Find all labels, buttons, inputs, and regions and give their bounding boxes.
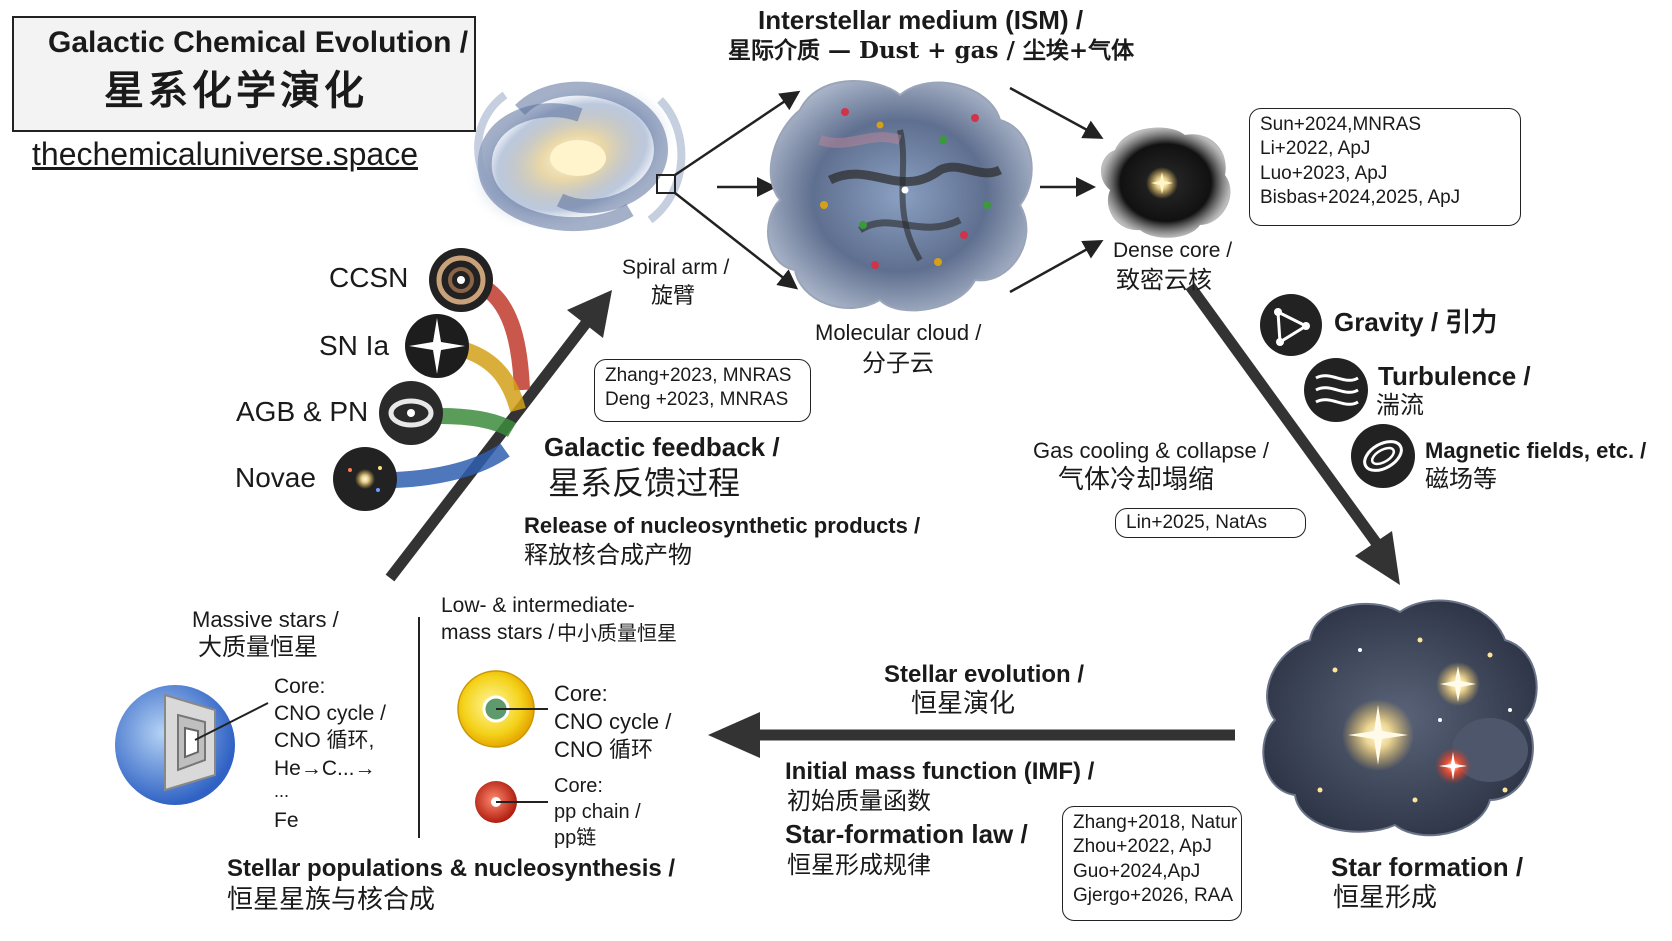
spiral-arm-label-cn: 旋臂 <box>651 284 696 309</box>
red-core-line: Core: <box>554 775 603 797</box>
yellow-core-line: CNO cycle / <box>554 709 672 734</box>
sn-ia-icon <box>405 314 469 378</box>
star-formation-title-cn: 恒星形成 <box>1333 883 1438 913</box>
feedback-subtitle-cn: 释放核合成产物 <box>524 541 692 569</box>
dense-core-label-cn: 致密云核 <box>1116 266 1212 294</box>
feedback-reference: Deng +2023, MNRAS <box>605 389 789 411</box>
turbulence-icon <box>1304 358 1368 422</box>
ism-reference: Sun+2024,MNRAS <box>1260 114 1422 135</box>
cooling-title: Gas cooling & collapse / <box>1033 438 1270 463</box>
ism-subtitle: 星际介质 — Dust + gas / 尘埃+气体 <box>728 37 1135 64</box>
molecular-cloud-label-cn: 分子云 <box>862 349 934 377</box>
title-line2: 星系化学演化 <box>104 67 368 114</box>
massive-stars-title-cn: 大质量恒星 <box>198 633 318 661</box>
cooling-reference: Lin+2025, NatAs <box>1126 512 1268 533</box>
ism-title: Interstellar medium (ISM) / <box>758 5 1084 35</box>
low-mass-title-line2: mass stars / <box>441 621 555 644</box>
massive-core-line: He→C...→ <box>274 757 376 780</box>
feedback-reference: Zhang+2023, MNRAS <box>605 365 792 386</box>
massive-core-line: Fe <box>274 809 299 832</box>
novae-icon <box>333 447 397 511</box>
star-formation-title: Star formation / <box>1331 852 1524 882</box>
feedback-references: Zhang+2023, MNRAS Deng +2023, MNRAS <box>594 359 811 422</box>
molecular-cloud-image <box>767 80 1033 312</box>
gravity-label: Gravity / 引力 <box>1334 307 1498 337</box>
title-box <box>12 16 476 132</box>
imf-reference: Guo+2024,ApJ <box>1073 860 1201 882</box>
imf-references: Zhang+2018, Natur Zhou+2022, ApJ Guo+202… <box>1062 806 1242 921</box>
imf-reference: Zhang+2018, Natur <box>1073 812 1238 833</box>
magnetic-fields-icon <box>1351 424 1415 488</box>
spiral-galaxy-image <box>465 81 686 233</box>
zoom-box-marker <box>656 174 676 194</box>
massive-stars-title: Massive stars / <box>192 607 339 632</box>
low-mass-title: Low- & intermediate- <box>441 594 635 617</box>
title-line1: Galactic Chemical Evolution / <box>48 26 469 59</box>
cooling-references: Lin+2025, NatAs <box>1115 508 1306 538</box>
ism-reference: Bisbas+2024,2025, ApJ <box>1260 186 1461 208</box>
magnetic-fields-label: Magnetic fields, etc. / <box>1425 438 1647 463</box>
red-core-line: pp chain / <box>554 801 641 823</box>
imf-title: Initial mass function (IMF) / <box>785 758 1095 785</box>
turbulence-label: Turbulence / <box>1378 361 1531 391</box>
stellar-evolution-title-cn: 恒星演化 <box>911 689 1016 719</box>
dense-core-image <box>1100 127 1231 238</box>
agb-pn-icon <box>379 381 443 445</box>
imf-title-cn: 初始质量函数 <box>787 787 931 815</box>
ism-reference: Li+2022, ApJ <box>1260 138 1371 160</box>
yellow-core-line: CNO 循环 <box>554 737 654 762</box>
massive-core-line: Core: <box>274 675 326 698</box>
massive-core-line: CNO 循环, <box>274 729 375 752</box>
feedback-title: Galactic feedback / <box>544 432 780 462</box>
molecular-cloud-label: Molecular cloud / <box>815 320 982 345</box>
low-mass-title-cn: 中小质量恒星 <box>557 621 677 645</box>
red-core-line: pp链 <box>554 827 597 849</box>
populations-title: Stellar populations & nucleosynthesis / <box>227 855 676 882</box>
source-label-snia: SN Ia <box>319 330 390 361</box>
stellar-evolution-title: Stellar evolution / <box>884 661 1085 688</box>
website-link[interactable]: thechemicaluniverse.space <box>32 136 418 172</box>
yellow-star-image <box>457 670 548 748</box>
populations-title-cn: 恒星星族与核合成 <box>227 885 436 915</box>
feedback-title-cn: 星系反馈过程 <box>548 464 741 502</box>
feedback-subtitle: Release of nucleosynthetic products / <box>524 513 921 538</box>
massive-core-line: CNO cycle / <box>274 702 387 725</box>
spiral-arm-label: Spiral arm / <box>622 256 730 279</box>
dense-core-label: Dense core / <box>1113 239 1233 262</box>
ism-reference: Luo+2023, ApJ <box>1260 162 1388 184</box>
ccsn-icon <box>429 248 493 312</box>
magnetic-fields-label-cn: 磁场等 <box>1425 465 1497 493</box>
red-star-image <box>475 781 548 823</box>
sf-law-title-cn: 恒星形成规律 <box>787 851 931 879</box>
massive-core-line: ... <box>274 781 290 801</box>
gravity-icon <box>1260 294 1322 356</box>
turbulence-label-cn: 湍流 <box>1376 391 1424 419</box>
yellow-core-line: Core: <box>554 681 608 706</box>
cooling-title-cn: 气体冷却塌缩 <box>1058 465 1215 495</box>
imf-reference: Zhou+2022, ApJ <box>1073 836 1212 858</box>
ism-references: Sun+2024,MNRAS Li+2022, ApJ Luo+2023, Ap… <box>1249 108 1521 226</box>
sf-law-title: Star-formation law / <box>785 819 1028 849</box>
imf-reference: Gjergo+2026, RAA <box>1073 884 1234 906</box>
massive-star-image <box>115 685 269 805</box>
source-label-agb-pn: AGB & PN <box>236 396 369 427</box>
star-formation-image <box>1262 599 1538 837</box>
source-label-novae: Novae <box>235 462 316 493</box>
source-label-ccsn: CCSN <box>329 262 409 293</box>
